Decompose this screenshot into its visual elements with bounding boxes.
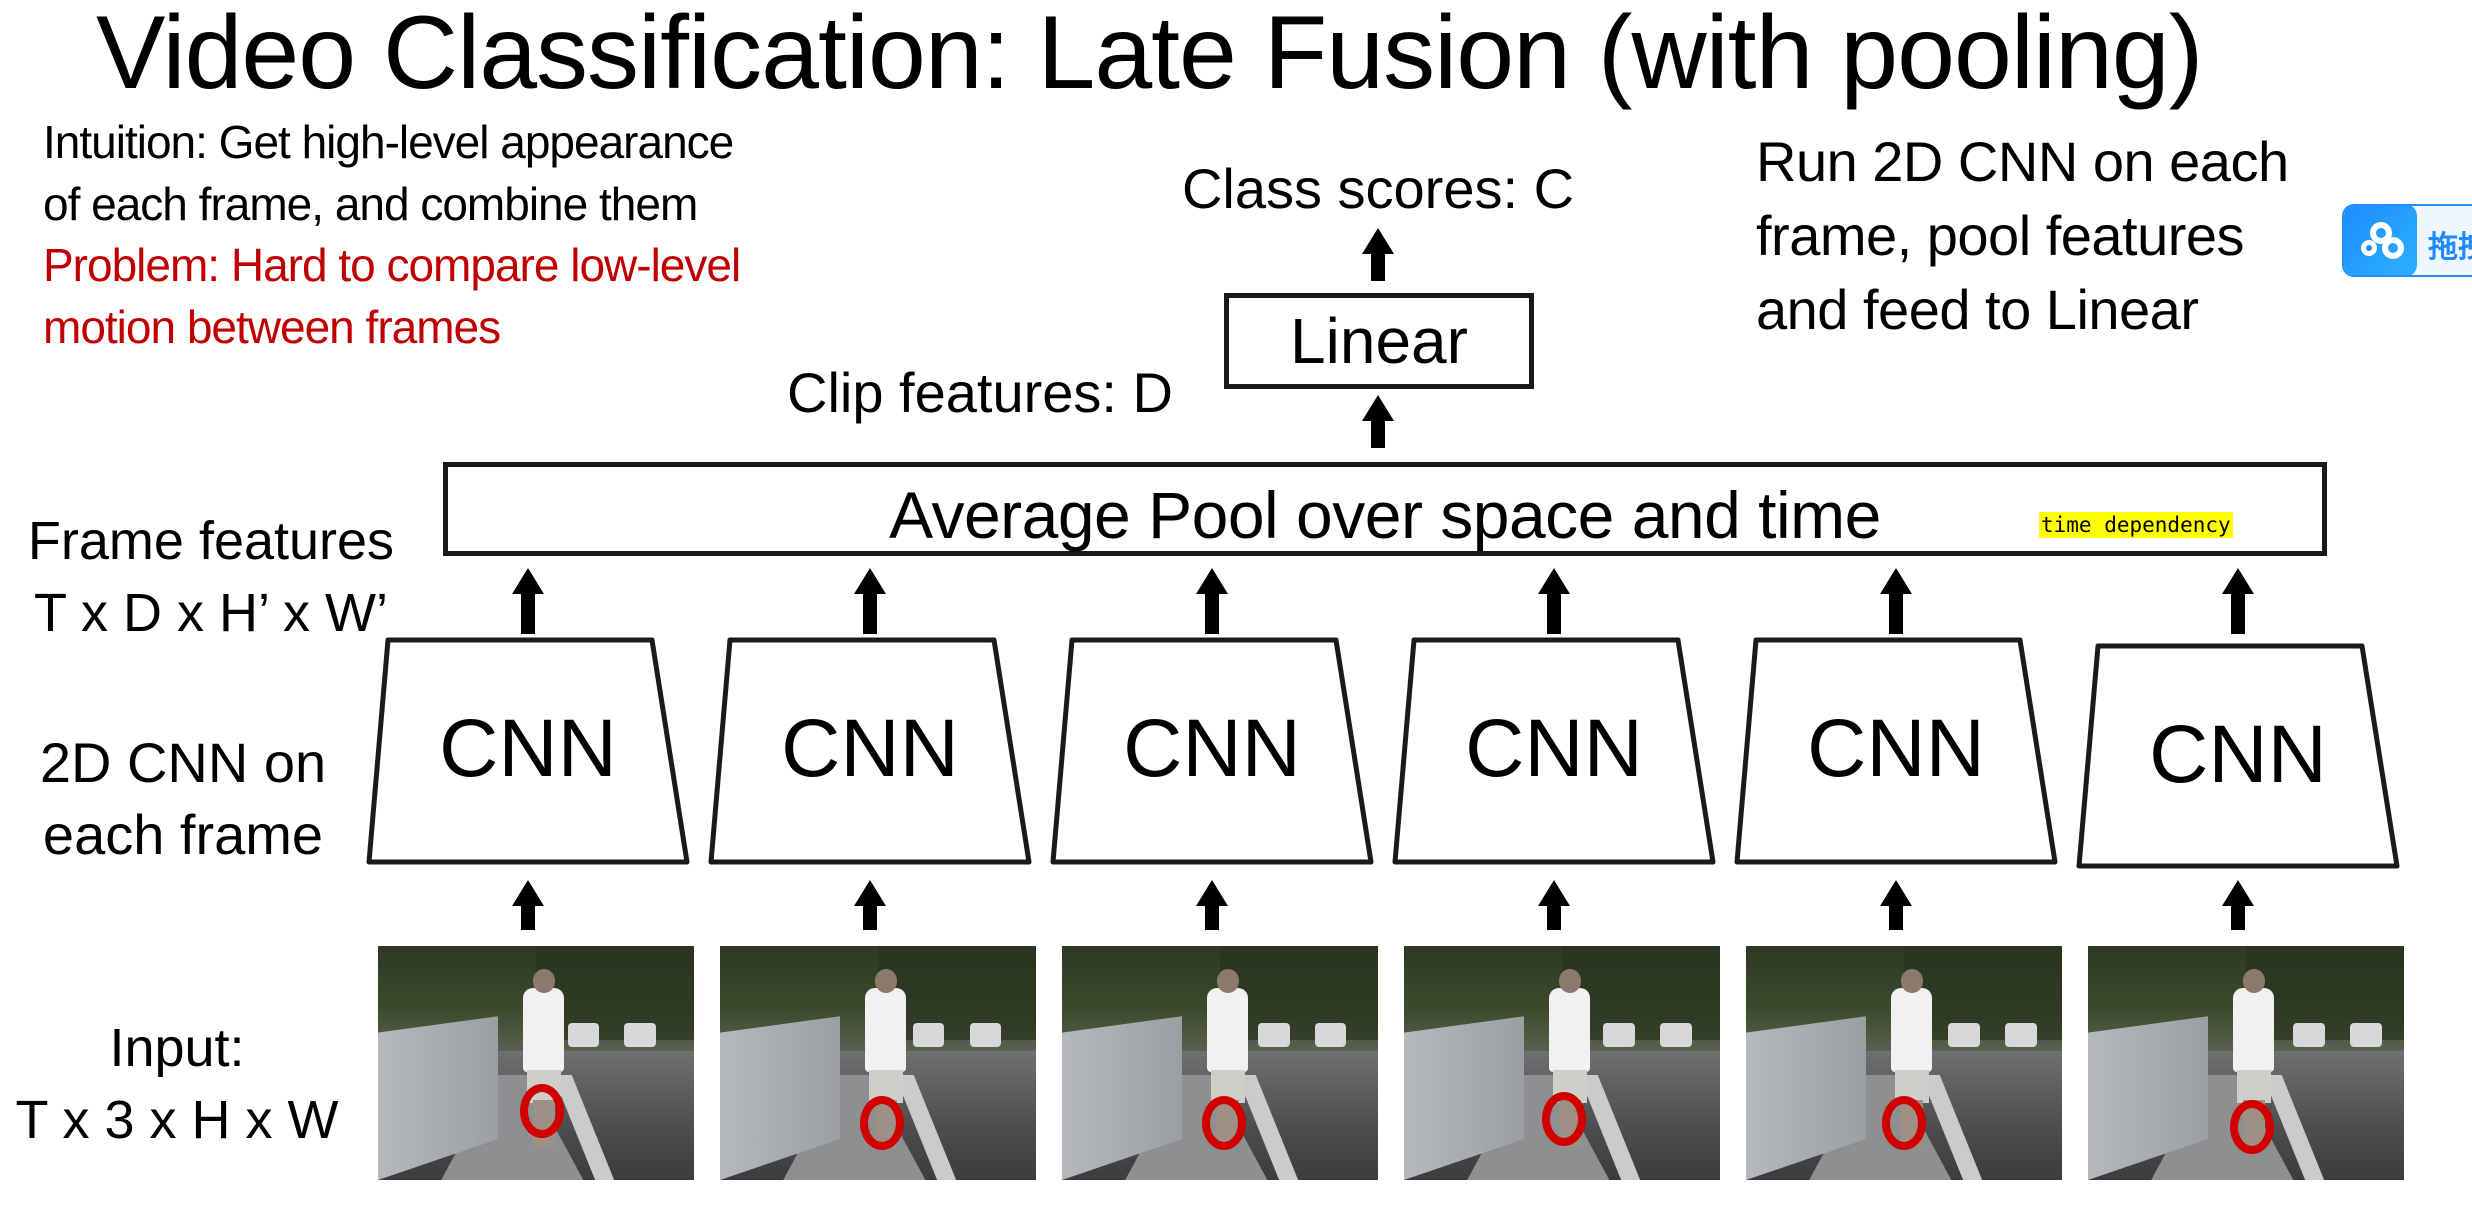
frame-runner-shirt [1549,988,1591,1073]
cnn-block [1392,637,1716,865]
red-circle-marker [520,1084,564,1138]
frame-runner-shirt [1207,988,1249,1073]
problem-line-2: motion between frames [43,300,501,353]
frame-car [567,1023,600,1047]
right-note-line-3: and feed to Linear [1756,278,2199,341]
video-frame-image [720,946,1036,1180]
arrow-cnn-to-pool-icon [1196,568,1228,634]
cnn-block [366,637,690,865]
floating-upload-widget[interactable]: 拖拽 [2342,204,2472,277]
frame-runner-shirt [865,988,907,1073]
cnn-description-line-1: 2D CNN on [39,731,327,794]
cnn-label: CNN [781,703,959,794]
red-circle-marker [2230,1100,2274,1154]
arrow-frame-to-cnn-icon [512,880,544,930]
intuition-note: Intuition: Get high-level appearance of … [43,112,741,358]
cnn-label: CNN [1807,703,1985,794]
frame-runner-head [1216,969,1239,993]
clip-features-label: Clip features: D [787,361,1173,424]
right-note: Run 2D CNN on each frame, pool features … [1756,125,2289,347]
cnn-description-label: 2D CNN on each frame [0,727,366,871]
video-frame-image [1062,946,1378,1180]
intuition-line-2: of each frame, and combine them [43,177,698,230]
red-circle-marker [1542,1092,1586,1146]
cnn-block [708,637,1032,865]
right-note-line-2: frame, pool features [1756,204,2245,267]
arrow-pool-to-linear-icon [1362,395,1394,448]
frame-runner-head [1558,969,1581,993]
video-frame-image [2088,946,2404,1180]
linear-label: Linear [1290,305,1468,377]
frame-car [2293,1023,2325,1047]
frame-car [2350,1023,2382,1047]
frame-car [1603,1023,1635,1047]
frame-car [1948,1023,1980,1047]
red-circle-marker [1202,1096,1246,1150]
frame-car [624,1023,657,1047]
arrow-frame-to-cnn-icon [854,880,886,930]
average-pool-label: Average Pool over space and time [889,478,1881,552]
linear-layer-box: Linear [1224,293,1534,389]
cnn-label: CNN [1123,703,1301,794]
frame-runner-shorts [2236,1070,2272,1103]
cnn-block [1050,637,1374,865]
cnn-description-line-2: each frame [42,803,324,866]
frame-features-label: Frame features T x D x H’ x W’ [0,505,422,649]
intuition-line-1: Intuition: Get high-level appearance [43,116,734,168]
frame-runner-shirt [523,988,565,1073]
cnn-label: CNN [439,703,617,794]
input-label: Input: T x 3 x H x W [0,1012,354,1156]
frame-runner-head [874,969,897,993]
frame-car [1314,1023,1347,1047]
cnn-label: CNN [1465,703,1643,794]
arrow-frame-to-cnn-icon [2222,880,2254,930]
frame-runner-head [2242,969,2265,993]
time-dependency-annotation: time dependency [2039,512,2233,538]
frame-runner-shirt [2233,988,2275,1073]
arrow-frame-to-cnn-icon [1538,880,1570,930]
frame-runner-shirt [1891,988,1933,1073]
arrow-cnn-to-pool-icon [1538,568,1570,634]
frame-runner-head [1900,969,1923,993]
arrow-cnn-to-pool-icon [2222,568,2254,634]
frame-car [1659,1023,1692,1047]
arrow-frame-to-cnn-icon [1196,880,1228,930]
right-note-line-1: Run 2D CNN on each [1756,130,2289,193]
arrow-cnn-to-pool-icon [512,568,544,634]
video-frame-image [378,946,694,1180]
class-scores-label: Class scores: C [1181,157,1575,220]
slide-title: Video Classification: Late Fusion (with … [96,0,2203,111]
input-line-1: Input: [109,1018,245,1078]
arrow-frame-to-cnn-icon [1880,880,1912,930]
cloud-icon[interactable] [2344,206,2417,275]
video-frame-image [1746,946,2062,1180]
frame-car [912,1023,945,1047]
average-pool-box: Average Pool over space and time time de… [443,462,2327,556]
input-line-2: T x 3 x H x W [15,1090,339,1150]
widget-label[interactable]: 拖拽 [2428,231,2472,264]
red-circle-marker [860,1096,904,1150]
arrow-linear-to-scores-icon [1362,228,1394,281]
video-frame-image [1404,946,1720,1180]
frame-features-line-1: Frame features [27,511,395,571]
cnn-block [2076,643,2400,869]
arrow-cnn-to-pool-icon [1880,568,1912,634]
frame-features-line-2: T x D x H’ x W’ [34,583,388,643]
frame-runner-head [532,969,555,993]
problem-line-1: Problem: Hard to compare low-level [43,239,741,291]
cnn-label: CNN [2149,709,2327,800]
frame-car [969,1023,1002,1047]
frame-car [2005,1023,2037,1047]
red-circle-marker [1882,1096,1926,1150]
arrow-cnn-to-pool-icon [854,568,886,634]
cnn-block [1734,637,2058,865]
frame-car [1257,1023,1290,1047]
